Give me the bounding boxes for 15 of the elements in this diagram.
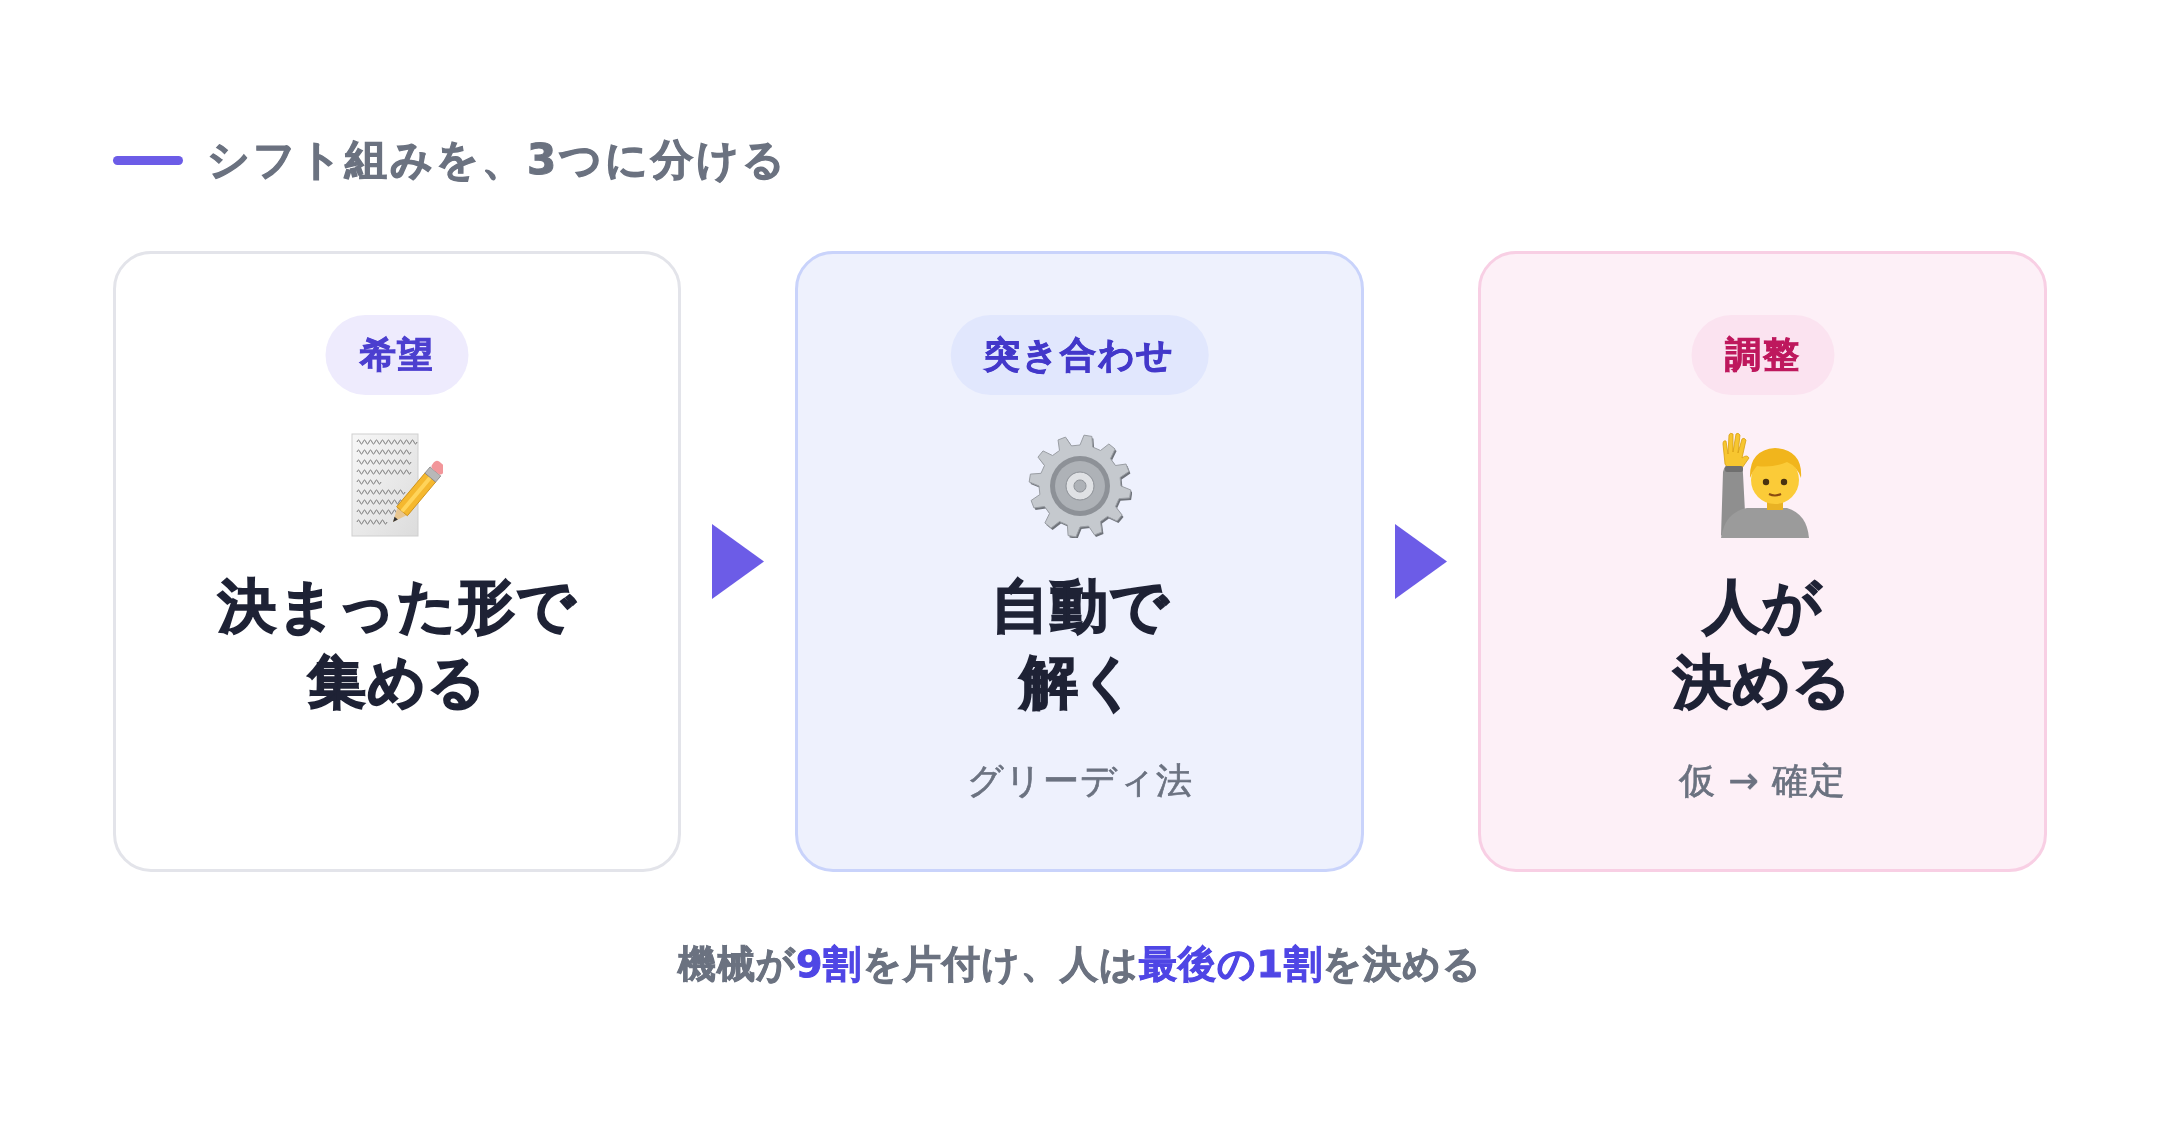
step-card	[795, 251, 1364, 872]
step-title: 自動で解く	[990, 571, 1169, 718]
step-title: 人が決める	[1673, 571, 1852, 718]
arrow	[712, 524, 764, 599]
summary-caption: 機械が9割を片付け、人は最後の1割を決める	[678, 941, 1482, 988]
step-card	[1478, 251, 2047, 872]
arrow	[1395, 524, 1447, 599]
diagram-title: シフト組みを、3つに分ける	[207, 134, 789, 186]
category-tag: 希望	[325, 315, 469, 395]
category-tag: 突き合わせ	[950, 315, 1209, 395]
step-detail: 仮 → 確定	[1678, 759, 1847, 803]
step-title: 決まった形で集める	[218, 571, 576, 718]
step-card	[113, 251, 681, 872]
category-tag: 調整	[1691, 315, 1834, 395]
step-detail: グリーディ法	[966, 759, 1193, 803]
